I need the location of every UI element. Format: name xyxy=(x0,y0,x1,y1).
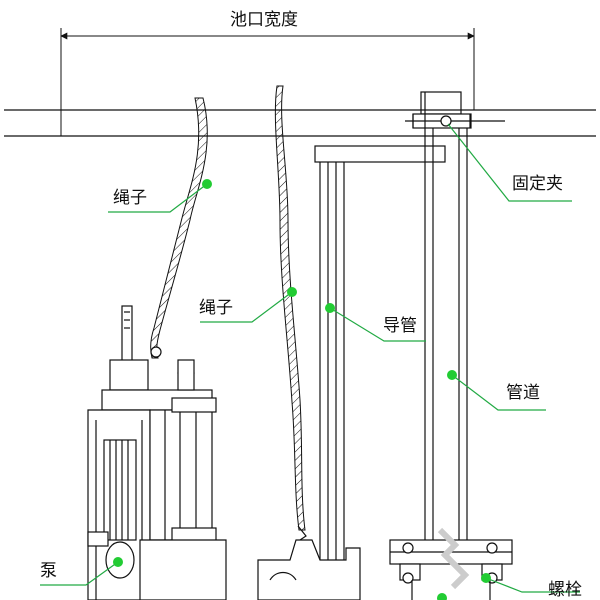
rope-2-shape xyxy=(274,85,306,531)
rope-1-label: 绳子 xyxy=(113,188,147,208)
leader-lines xyxy=(40,123,580,600)
pit-width-label: 池口宽度 xyxy=(230,10,298,30)
bolt-label: 螺栓 xyxy=(548,580,582,600)
pipeline-shape xyxy=(424,92,468,540)
pit-width-dimension xyxy=(60,28,475,136)
rope-1-shape xyxy=(150,97,208,359)
leader-markers xyxy=(113,179,491,600)
pump-label: 泵 xyxy=(40,561,57,581)
watermark-mark xyxy=(437,527,470,590)
pipeline-label: 管道 xyxy=(506,383,540,403)
guide-frame-top xyxy=(314,145,446,163)
pump-body xyxy=(87,305,227,600)
coupling-base xyxy=(257,525,361,600)
rope-2-label: 绳子 xyxy=(199,298,233,318)
guide-pipes xyxy=(319,162,345,600)
fixing-clamp-shape xyxy=(405,91,505,129)
fixing-clamp-label: 固定夹 xyxy=(512,174,563,194)
pit-floor-lines xyxy=(4,109,596,137)
guide-pipe-label: 导管 xyxy=(383,316,417,336)
